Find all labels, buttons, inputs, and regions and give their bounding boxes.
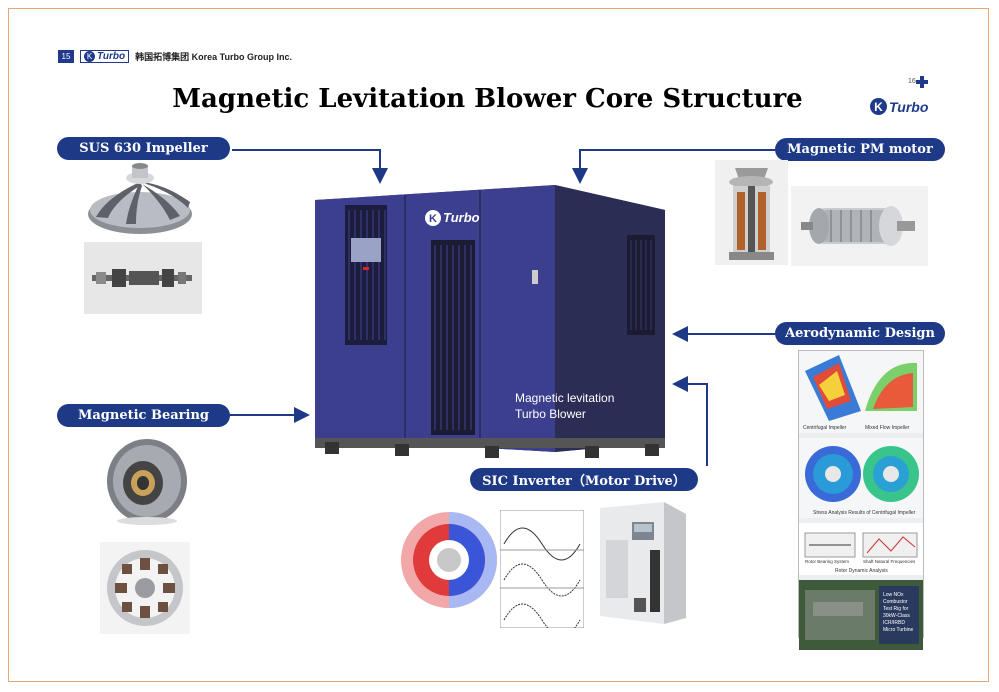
aero-panel2-caption: Stress Analysis Results of Centrifugal I… bbox=[813, 510, 916, 516]
group-name: 韩国拓博集团 Korea Turbo Group Inc. bbox=[135, 52, 292, 62]
aero-panel4-line6: Micro Turbine bbox=[883, 627, 914, 633]
header-bar: 15 K Turbo 韩国拓博集团 Korea Turbo Group Inc. bbox=[58, 50, 292, 63]
waveform-plots-image bbox=[500, 510, 584, 628]
k-logo-icon: K bbox=[84, 51, 95, 62]
plus-icon bbox=[916, 76, 928, 88]
label-aerodynamic-design: Aerodynamic Design bbox=[775, 322, 945, 345]
arrow-motor bbox=[572, 149, 775, 184]
k-logo-icon: K bbox=[870, 98, 887, 115]
impeller-cfd-panel: Centrifugal Impeller Mixed Flow Impeller bbox=[799, 351, 923, 433]
aero-panel4-line3: Test Rig for bbox=[883, 606, 909, 612]
label-sic-inverter: SIC Inverter（Motor Drive） bbox=[470, 468, 698, 491]
header-brand-text: Turbo bbox=[97, 51, 126, 62]
aerodynamic-analysis-images: Centrifugal Impeller Mixed Flow Impeller… bbox=[798, 350, 924, 650]
page-number: 15 bbox=[58, 50, 74, 63]
label-magnetic-pm-motor: Magnetic PM motor bbox=[775, 138, 945, 161]
motor-field-simulation-image bbox=[401, 512, 497, 608]
arrow-inverter bbox=[672, 376, 708, 466]
motor-assembly-image bbox=[791, 186, 928, 266]
page-frame bbox=[8, 8, 989, 682]
corner-brand-text: Turbo bbox=[889, 98, 929, 115]
magnetic-bearing-image bbox=[107, 439, 187, 525]
arrow-impeller bbox=[232, 149, 388, 184]
corner-number: 16 bbox=[908, 78, 916, 85]
blower-brand-letter: K bbox=[429, 213, 437, 225]
page-title: Magnetic Levitation Blower Core Structur… bbox=[172, 84, 803, 114]
bearing-stator-image bbox=[100, 542, 190, 634]
label-magnetic-bearing: Magnetic Bearing bbox=[57, 404, 230, 427]
blower-cabinet-image: K Turbo Magnetic levitation Turbo Blower bbox=[315, 185, 665, 458]
header-brand-logo: K Turbo bbox=[80, 50, 130, 63]
rotor-shaft-image bbox=[84, 242, 202, 314]
aero-panel4-line4: 30kW-Class bbox=[883, 613, 910, 619]
aero-panel1-left: Centrifugal Impeller bbox=[803, 425, 847, 431]
aero-panel3-right: Shaft Natural Frequencies bbox=[863, 559, 916, 564]
inverter-drive-image bbox=[600, 502, 686, 624]
stress-analysis-panel: Stress Analysis Results of Centrifugal I… bbox=[799, 438, 923, 518]
blower-brand-text: Turbo bbox=[443, 210, 480, 225]
aero-panel4-line1: Low NOx bbox=[883, 592, 904, 598]
rotor-dynamics-panel: Rotor Bearing System Shaft Natural Frequ… bbox=[799, 523, 923, 575]
aero-panel3-left: Rotor Bearing System bbox=[805, 559, 849, 564]
aero-panel1-right: Mixed Flow Impeller bbox=[865, 425, 910, 431]
blower-caption-line1: Magnetic levitation bbox=[515, 391, 614, 405]
aero-panel4-line5: ICR/IRBD bbox=[883, 620, 905, 626]
blower-caption-line2: Turbo Blower bbox=[515, 407, 586, 421]
label-impeller: SUS 630 Impeller bbox=[57, 137, 230, 160]
aero-panel4-line2: Combustor bbox=[883, 599, 908, 605]
aero-panel3-bottom: Rotor Dynamic Analysis bbox=[835, 568, 888, 574]
motor-cutaway-image bbox=[715, 160, 788, 265]
test-rig-panel: Low NOx Combustor Test Rig for 30kW-Clas… bbox=[799, 580, 923, 650]
impeller-image bbox=[88, 163, 192, 234]
